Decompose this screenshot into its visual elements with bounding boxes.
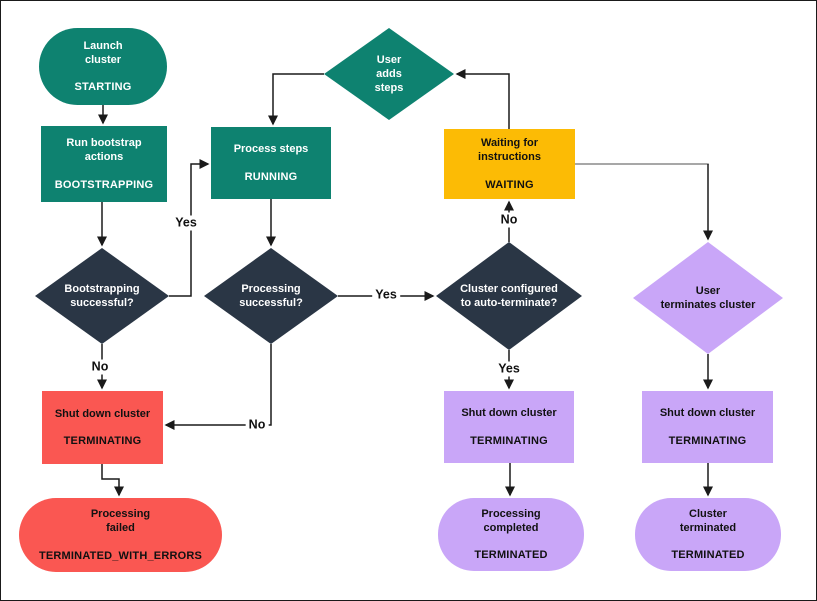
- node-label: Process steps: [233, 143, 309, 156]
- node-state: BOOTSTRAPPING: [54, 178, 154, 191]
- node-processing-successful: Processing successful?: [204, 248, 338, 344]
- node-label: Waiting for instructions: [478, 137, 541, 164]
- edge-label-auto-yes: Yes: [495, 361, 523, 377]
- node-run-bootstrap: Run bootstrap actions BOOTSTRAPPING: [41, 126, 167, 202]
- node-bootstrapping-successful: Bootstrapping successful?: [35, 248, 169, 344]
- node-state: TERMINATED_WITH_ERRORS: [38, 549, 203, 562]
- node-state: STARTING: [74, 81, 132, 94]
- edge-useradds-to-process: [268, 73, 324, 126]
- edge-label-processing-no: No: [245, 417, 269, 433]
- node-state: TERMINATING: [668, 434, 747, 447]
- node-state: TERMINATING: [470, 434, 548, 447]
- edge-label-bootstrap-no: No: [88, 359, 112, 375]
- node-launch-cluster: Launch cluster STARTING: [39, 28, 167, 105]
- edge-label-bootstrap-yes: Yes: [172, 215, 200, 231]
- node-waiting: Waiting for instructions WAITING: [444, 129, 575, 199]
- node-state: TERMINATED: [474, 549, 548, 562]
- node-user-terminates-cluster: User terminates cluster: [633, 242, 783, 354]
- node-label: User adds steps: [374, 53, 404, 95]
- node-label: Run bootstrap actions: [66, 137, 142, 164]
- node-label: Launch cluster: [83, 39, 123, 66]
- node-processing-completed: Processing completed TERMINATED: [438, 498, 584, 571]
- node-label: Cluster terminated: [679, 507, 737, 534]
- node-process-steps: Process steps RUNNING: [211, 127, 331, 199]
- edge-label-processing-yes: Yes: [372, 287, 400, 303]
- node-shutdown-terminating-auto: Shut down cluster TERMINATING: [444, 391, 574, 463]
- node-label: Shut down cluster: [461, 407, 557, 420]
- edge-label-auto-no: No: [497, 212, 521, 228]
- node-label: Processing successful?: [239, 282, 303, 309]
- node-label: Shut down cluster: [54, 407, 151, 420]
- edge-processing-no-to-shutdown: [164, 344, 272, 430]
- node-user-adds-steps: User adds steps: [324, 28, 454, 120]
- node-terminated-with-errors: Processing failed TERMINATED_WITH_ERRORS: [19, 498, 222, 572]
- node-label: Processing failed: [90, 508, 151, 535]
- node-auto-terminate: Cluster configured to auto-terminate?: [436, 242, 582, 350]
- node-state: RUNNING: [244, 170, 298, 183]
- node-label: Processing completed: [481, 507, 541, 534]
- node-shutdown-terminating-error: Shut down cluster TERMINATING: [42, 391, 163, 464]
- node-label: Cluster configured to auto-terminate?: [460, 282, 558, 309]
- node-shutdown-terminating-user: Shut down cluster TERMINATING: [642, 391, 773, 463]
- node-state: TERMINATED: [671, 549, 745, 562]
- edge-shutdownerr-to-failed: [101, 464, 124, 497]
- node-cluster-terminated: Cluster terminated TERMINATED: [635, 498, 781, 571]
- node-label: Bootstrapping successful?: [64, 282, 140, 309]
- node-state: TERMINATING: [63, 435, 142, 447]
- node-label: User terminates cluster: [660, 284, 756, 311]
- node-state: WAITING: [485, 178, 534, 191]
- edge-waiting-to-useradds: [455, 69, 510, 129]
- node-label: Shut down cluster: [659, 407, 756, 420]
